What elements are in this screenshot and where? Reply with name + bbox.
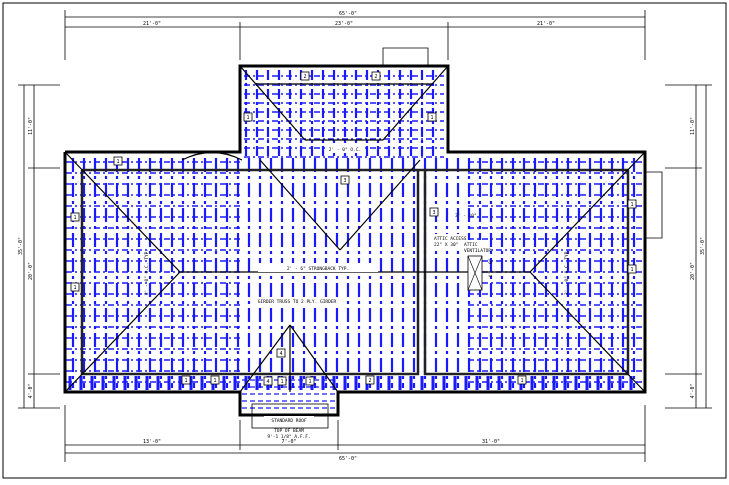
mark-tag-box (181, 375, 191, 385)
hip-line (64, 271, 181, 393)
note-mask (252, 297, 342, 305)
mark-tag-label: 2 (303, 74, 306, 80)
mark-tag-label: 3 (432, 210, 435, 216)
mark-tag-box (70, 282, 80, 292)
truss-layout (66, 70, 644, 409)
dim-top-left: 21'-0" (143, 21, 161, 27)
mark-tag-box (277, 376, 287, 386)
dim-right-mid: 20'-0" (690, 262, 696, 280)
hip-line (382, 65, 449, 141)
note-mask (328, 145, 362, 153)
mark-tag-label: 1 (73, 285, 76, 291)
roof-hips-ridges (64, 65, 646, 393)
mark-tag-box (70, 212, 80, 222)
note-attic-vent2: VENTILATOR (464, 248, 491, 254)
mark-tag-label: 2 (368, 378, 371, 384)
mark-tag-label: 1 (280, 379, 283, 385)
mark-tag-label: 1 (116, 159, 119, 165)
valley-line (339, 159, 421, 251)
porch-hip-line (239, 324, 291, 393)
mark-tag-box (340, 175, 350, 185)
note-attic-access: ATTIC ACCESS (434, 236, 467, 242)
hip-line (529, 151, 646, 273)
dim-left-bottom: 4'-0" (28, 383, 34, 398)
mark-tag-box (427, 112, 437, 122)
dim-left-mid: 20'-0" (28, 262, 34, 280)
dim-bottom-left: 13'-0" (143, 439, 161, 445)
note-mask (258, 263, 378, 272)
mark-tag-label: 1 (184, 378, 187, 384)
note-hip-left: 2' - 0" O.C. TYP. (144, 249, 150, 295)
mark-tag-label: 1 (308, 379, 311, 385)
dim-top-mid: 23'-0" (335, 21, 353, 27)
note-porch-label: STANDARD ROOF (271, 418, 307, 424)
note-porch-sub2: 9'-1 1/8" A.F.F. (267, 434, 310, 440)
note-mask (462, 240, 488, 254)
sheet-border (2, 2, 727, 479)
dim-right-top: 11'-0" (690, 117, 696, 135)
chimney-outline (382, 47, 429, 66)
mark-tag-box (243, 112, 253, 122)
dimension-texts: 65'-0" 21'-0" 23'-0" 21'-0" 65'-0" 13'-0… (18, 11, 706, 462)
mark-tag-box (276, 348, 286, 358)
note-span-a: 3' - 10" (455, 213, 477, 219)
mark-tag-label: 4 (279, 351, 282, 357)
bay-arc (181, 151, 243, 161)
mark-tag-label: 1 (630, 267, 633, 273)
note-ridge-main: 2' - 6" STRONGBACK TYP. (287, 266, 349, 272)
mark-tag-box (429, 207, 439, 217)
mark-tag-label: 1 (630, 202, 633, 208)
dim-right-overall: 35'-0" (700, 237, 706, 255)
dim-right-bottom: 4'-0" (690, 383, 696, 398)
mark-tag-box (371, 71, 381, 81)
mark-tag-label: 1 (246, 115, 249, 121)
mark-tag-label: 1 (520, 378, 523, 384)
dim-left-overall: 35'-0" (18, 237, 24, 255)
mark-tag-label: 1 (213, 378, 216, 384)
mark-tag-label: 2 (374, 74, 377, 80)
mark-tag-box (210, 375, 220, 385)
dim-left-top: 11'-0" (28, 117, 34, 135)
valley-line (259, 159, 341, 251)
mark-tag-box (517, 375, 527, 385)
attic-vent-diag (467, 255, 483, 291)
mark-tags: 1 1 2 2 1 1 1 3 1 1 1 1 4 1 1 2 1 3 4 (70, 71, 637, 386)
hip-line (529, 271, 646, 393)
bump-outline (645, 171, 663, 239)
dim-bottom-mid: 7'-0" (281, 439, 296, 445)
note-ridge-upper: 2' - 0" O.C. (329, 147, 362, 153)
note-mask (433, 234, 463, 248)
mark-tag-box (263, 376, 273, 386)
note-truss: GIRDER TRUSS TO 2 PLY. GIRDER (258, 299, 337, 305)
mark-tag-box (300, 71, 310, 81)
mark-tag-box (627, 199, 637, 209)
note-porch-sub: TOP OF BEAM (274, 428, 304, 434)
note-texts: 2' - 6" STRONGBACK TYP. GIRDER TRUSS TO … (144, 145, 570, 440)
mark-tag-label: 1 (430, 115, 433, 121)
hip-line (239, 65, 306, 141)
mark-tag-box (627, 264, 637, 274)
dim-bottom-right: 31'-0" (482, 439, 500, 445)
dim-bottom-overall: 65'-0" (339, 456, 357, 462)
mark-tag-box (365, 375, 375, 385)
note-hip-right: 2' - 0" O.C. TYP. (564, 249, 570, 295)
mark-tag-label: 1 (73, 215, 76, 221)
note-span-b: 4' - 0" (488, 259, 494, 278)
mark-tag-label: 3 (343, 178, 346, 184)
note-attic-vent: ATTIC (464, 242, 478, 248)
note-attic-sub: 22" X 30" (434, 242, 458, 248)
dimension-lines (18, 10, 712, 462)
porch-hip-line (289, 324, 339, 393)
mark-tag-box (305, 376, 315, 386)
dim-top-overall: 65'-0" (339, 11, 357, 17)
mark-tag-box (113, 156, 123, 166)
mark-tag-label: 4 (266, 379, 269, 385)
note-mask (264, 416, 314, 424)
porch-note-box (251, 403, 329, 429)
dim-top-right: 21'-0" (537, 21, 555, 27)
hip-line (64, 151, 181, 273)
